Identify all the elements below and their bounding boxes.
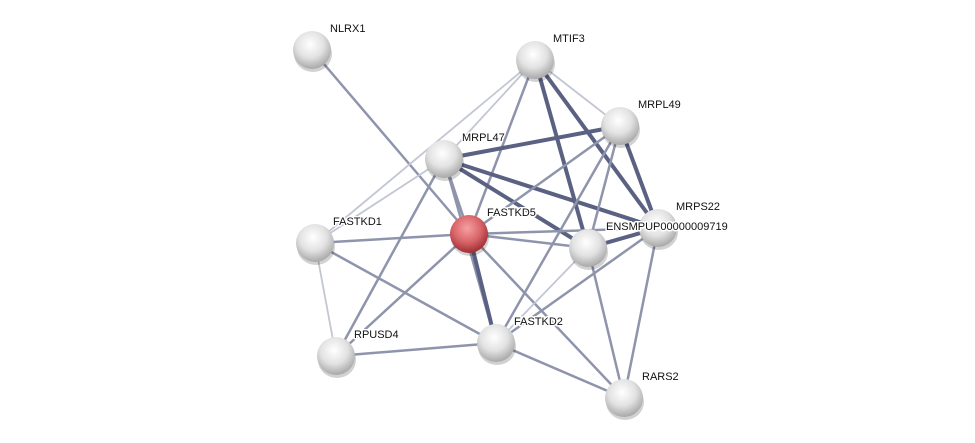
node-mtif3[interactable]: MTIF3: [516, 32, 586, 82]
node-label: RPUSD4: [354, 329, 399, 341]
edge-mrpl47-mrpl49[interactable]: [443, 124, 621, 161]
node-ball[interactable]: [293, 31, 331, 69]
node-label: FASTKD1: [333, 216, 382, 228]
edge-mrpl49-fastkd5[interactable]: [468, 124, 621, 236]
edge-fastkd2-mrps22[interactable]: [495, 226, 659, 345]
node-ball[interactable]: [477, 324, 515, 362]
node-rpusd4[interactable]: RPUSD4: [317, 328, 400, 378]
node-ball[interactable]: [317, 337, 355, 375]
node-ball[interactable]: [639, 209, 677, 247]
edge-mrpl47-fastkd1[interactable]: [314, 158, 445, 244]
edge-fastkd5-rpusd4[interactable]: [335, 233, 470, 357]
edge-mtif3-ensmpup00000009719[interactable]: [533, 59, 590, 249]
node-label: MRPS22: [676, 201, 720, 213]
node-mrps22[interactable]: MRPS22: [639, 200, 722, 250]
node-fastkd2[interactable]: FASTKD2: [477, 315, 564, 365]
node-nlrx1[interactable]: NLRX1: [293, 22, 367, 72]
edge-mrpl49-ensmpup00000009719[interactable]: [586, 125, 622, 249]
node-ball[interactable]: [605, 379, 643, 417]
node-ball[interactable]: [601, 107, 639, 145]
edge-rpusd4-fastkd2[interactable]: [335, 341, 497, 358]
node-label: MRPL47: [462, 132, 505, 144]
edge-fastkd1-rpusd4[interactable]: [314, 242, 337, 357]
edge-fastkd2-ensmpup00000009719[interactable]: [495, 247, 589, 344]
edge-mrpl47-mrps22[interactable]: [443, 157, 659, 230]
node-label: MRPL49: [638, 99, 681, 111]
node-ball[interactable]: [425, 140, 463, 178]
edge-mrpl47-ensmpup00000009719[interactable]: [442, 157, 590, 250]
node-label: NLRX1: [330, 23, 365, 35]
edge-fastkd5-fastkd1[interactable]: [314, 232, 470, 245]
edge-mtif3-mrpl47[interactable]: [443, 59, 536, 160]
edge-mrps22-rars2[interactable]: [622, 227, 660, 399]
node-fastkd5[interactable]: FASTKD5: [450, 206, 537, 256]
node-fastkd1[interactable]: FASTKD1: [296, 215, 383, 265]
node-ball[interactable]: [516, 41, 554, 79]
edge-mtif3-fastkd1[interactable]: [314, 59, 536, 244]
node-label: FASTKD5: [487, 207, 536, 219]
edge-fastkd5-rars2[interactable]: [468, 233, 625, 399]
edge-fastkd5-ensmpup00000009719[interactable]: [468, 232, 589, 250]
edge-mrpl49-fastkd2[interactable]: [494, 125, 622, 344]
node-ensmpup00000009719[interactable]: ENSMPUP00000009719: [569, 220, 729, 270]
node-ball[interactable]: [569, 229, 607, 267]
edge-mrpl47-rpusd4[interactable]: [334, 158, 446, 357]
edge-nlrx1-fastkd5[interactable]: [311, 49, 470, 235]
node-label: MTIF3: [553, 33, 585, 45]
node-mrpl47[interactable]: MRPL47: [425, 131, 506, 181]
node-label: FASTKD2: [514, 316, 563, 328]
node-rars2[interactable]: RARS2: [605, 370, 680, 420]
node-label: RARS2: [642, 371, 679, 383]
edge-ensmpup00000009719-rars2[interactable]: [586, 247, 626, 399]
edge-fastkd5-mrps22[interactable]: [468, 226, 659, 236]
node-mrpl49[interactable]: MRPL49: [601, 98, 682, 148]
edge-fastkd1-fastkd2[interactable]: [314, 241, 497, 345]
edge-fastkd2-rars2[interactable]: [495, 341, 625, 400]
node-ball[interactable]: [296, 224, 334, 262]
node-label: ENSMPUP00000009719: [606, 221, 728, 233]
node-ball[interactable]: [450, 215, 488, 253]
